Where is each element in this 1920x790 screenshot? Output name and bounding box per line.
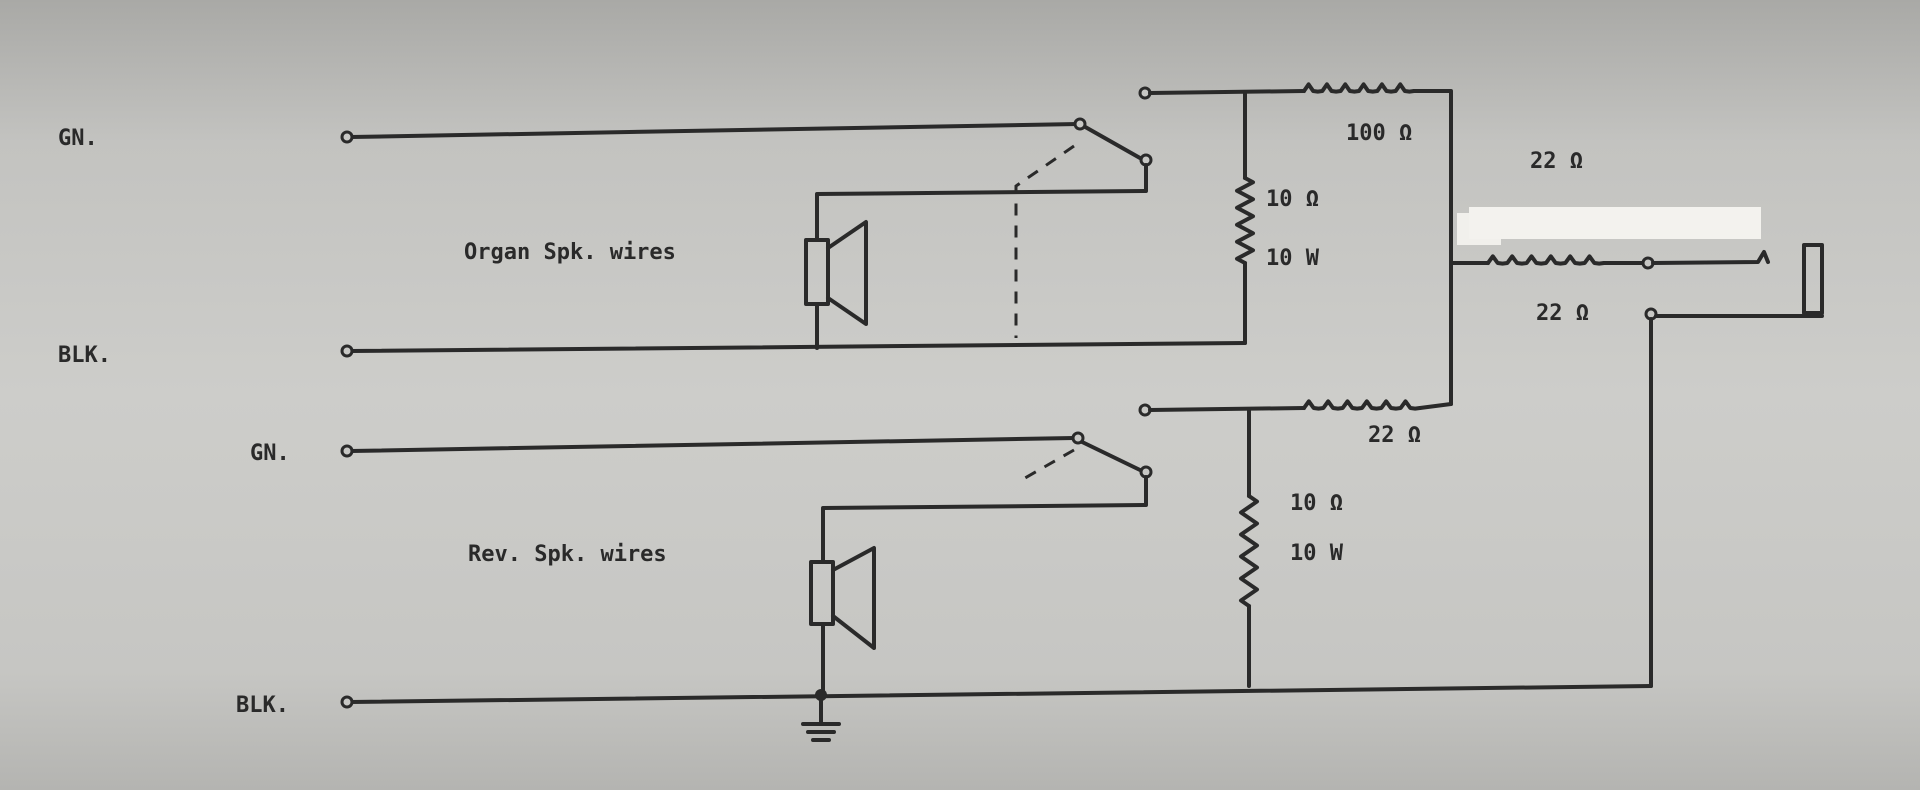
reverb-switch-arm <box>1076 438 1142 472</box>
reverb-10-ohm-label: 10 Ω <box>1290 491 1343 516</box>
reverb-22-ohm-resistor <box>1302 399 1422 411</box>
jack-sleeve-wire <box>1649 314 1824 688</box>
organ-10-watt-label: 10 W <box>1266 246 1320 271</box>
reverb-10-watt-label: 10 W <box>1290 541 1344 566</box>
organ-bus-wire <box>1412 89 1453 406</box>
organ-switch-arm <box>1078 122 1142 160</box>
jack-tip-spring <box>1651 250 1770 265</box>
organ-100-ohm-resistor <box>1302 82 1416 94</box>
organ-section: GN. BLK. Organ Spk. wires 100 Ω 10 Ω 10 … <box>58 82 1453 406</box>
reverb-10-ohm-resistor <box>1239 494 1259 608</box>
reverb-speaker-icon <box>809 546 876 650</box>
organ-blk-wire <box>349 341 1247 353</box>
organ-100-ohm-label: 100 Ω <box>1346 121 1412 146</box>
reverb-speaker-hot-wire <box>821 475 1148 564</box>
output-section: 22 Ω 22 Ω <box>1449 149 1824 688</box>
ground-icon <box>801 693 841 742</box>
organ-10-ohm-resistor <box>1235 176 1255 265</box>
reverb-22-ohm-label: 22 Ω <box>1368 423 1421 448</box>
reverb-gn-terminal <box>340 444 354 458</box>
reverb-section: GN. BLK. Rev. Spk. wires 22 Ω 10 Ω 10 W <box>236 399 1653 742</box>
reverb-switch-mechanical-link <box>1017 448 1075 484</box>
organ-gn-wire <box>349 122 1080 139</box>
organ-speaker-label: Organ Spk. wires <box>464 240 676 265</box>
output-22-ohm-resistor <box>1486 254 1606 266</box>
organ-blk-terminal <box>340 344 354 358</box>
organ-blk-label: BLK. <box>58 343 111 368</box>
output-22-ohm-lower-label: 22 Ω <box>1536 301 1589 326</box>
reverb-speaker-label: Rev. Spk. wires <box>468 542 667 567</box>
organ-switch-mechanical-link <box>1014 144 1075 338</box>
organ-gn-label: GN. <box>58 126 98 151</box>
reverb-blk-terminal <box>340 695 354 709</box>
organ-10-ohm-label: 10 Ω <box>1266 187 1319 212</box>
reverb-gn-label: GN. <box>250 441 290 466</box>
jack-sleeve-icon <box>1802 243 1824 315</box>
output-22-ohm-upper-label: 22 Ω <box>1530 149 1583 174</box>
organ-output-wire <box>1148 89 1306 95</box>
reverb-blk-wire <box>349 684 1653 704</box>
redaction-patch <box>1469 207 1761 239</box>
reverb-blk-label: BLK. <box>236 693 289 718</box>
reverb-gn-wire <box>349 436 1076 453</box>
organ-speaker-hot-wire <box>815 163 1148 242</box>
reverb-output-wire <box>1148 406 1306 412</box>
organ-speaker-icon <box>804 220 868 326</box>
reverb-switch-pivot <box>1071 431 1085 445</box>
organ-switch-pivot <box>1073 117 1087 131</box>
reverb-bus-wire <box>1418 402 1453 410</box>
organ-gn-terminal <box>340 130 354 144</box>
